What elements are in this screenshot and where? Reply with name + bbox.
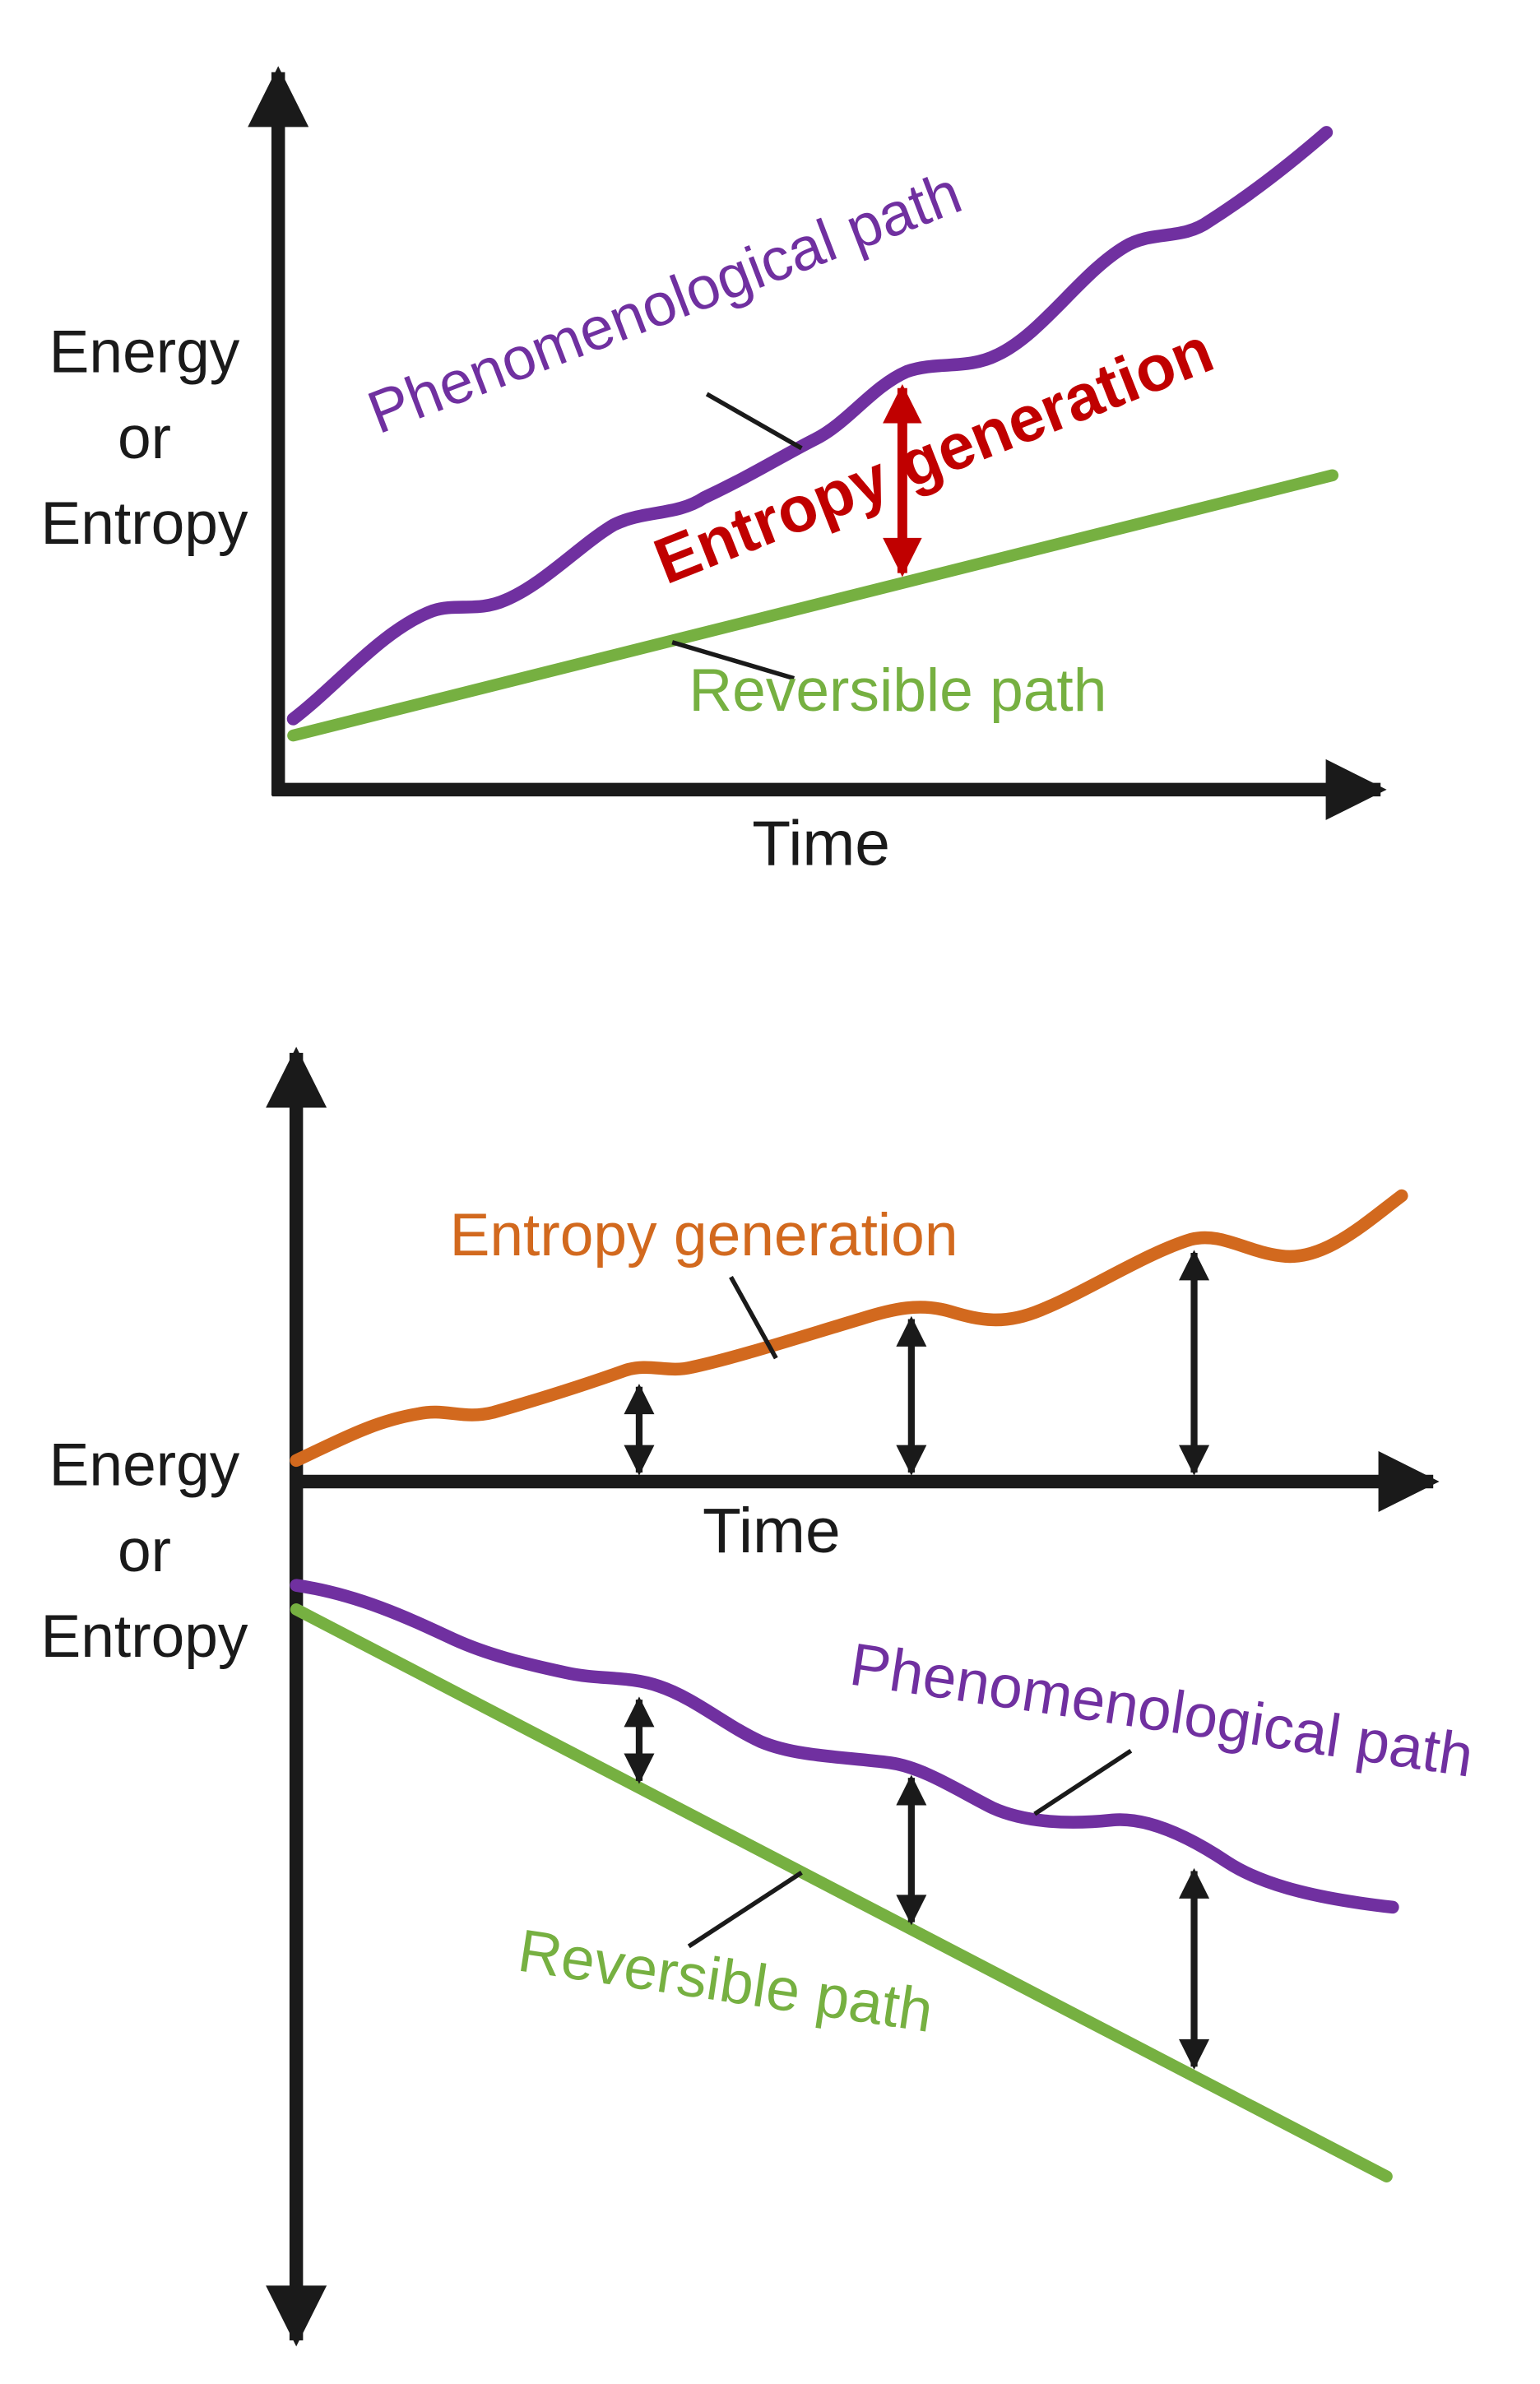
bottom-entropy-connector-line [729, 1275, 778, 1360]
bottom-reversible-line [290, 1603, 1393, 2182]
top-y-label-line3: Entropy [41, 490, 248, 557]
top-y-label-line2: or [118, 405, 171, 471]
top-chart: Energy or Entropy Time Phenomenological … [41, 66, 1387, 879]
top-phenomenological-connector-line [705, 392, 803, 451]
bottom-y-label-line2: or [118, 1518, 171, 1584]
bottom-entropy-generation-curve [290, 1189, 1408, 1468]
bottom-reversible-connector-line [687, 1871, 803, 1949]
bottom-x-axis-label: Time [703, 1496, 841, 1566]
top-reversible-connector-line [671, 640, 796, 681]
bottom-chart: Energy or Entropy Time Entropy generatio… [41, 1046, 1477, 2347]
bottom-y-label-line3: Entropy [41, 1603, 248, 1670]
bottom-y-axis-label: Energy or Entropy [41, 1432, 248, 1670]
bottom-phenomenological-label: Phenomenological path [846, 1631, 1477, 1790]
top-y-axis-label: Energy or Entropy [41, 319, 248, 557]
top-entropy-generation-label: Entropy generation [644, 313, 1222, 598]
top-x-axis-label: Time [752, 808, 890, 879]
bottom-reversible-label: Reversible path [514, 1918, 937, 2045]
bottom-y-label-line1: Energy [49, 1432, 240, 1499]
bottom-entropy-generation-label: Entropy generation [450, 1202, 958, 1269]
top-phenomenological-curve [286, 126, 1334, 726]
bottom-phenomenological-connector-line [1033, 1748, 1133, 1816]
bottom-phenomenological-curve [290, 1579, 1399, 1914]
top-reversible-label: Reversible path [689, 657, 1106, 724]
top-y-label-line1: Energy [49, 319, 240, 386]
top-phenomenological-label: Phenomenological path [359, 159, 971, 447]
top-reversible-line [287, 469, 1339, 742]
